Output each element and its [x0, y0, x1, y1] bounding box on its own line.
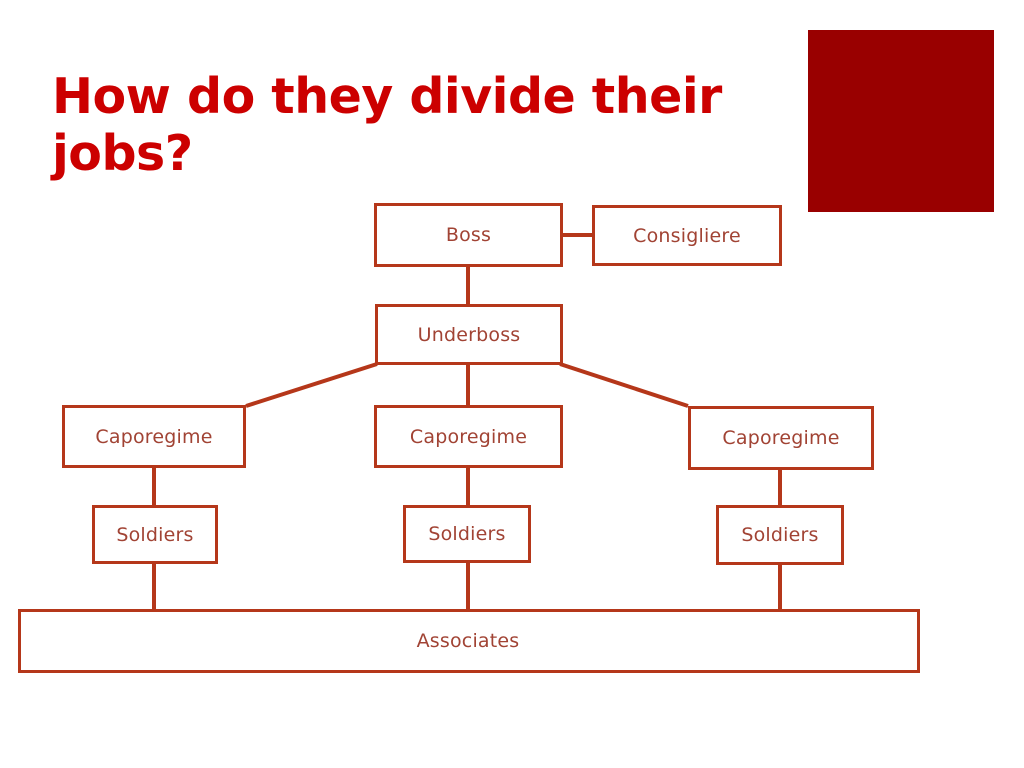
connector-soldiers-right-associates	[778, 562, 782, 611]
connector-caporegime-left-soldiers-left	[152, 465, 156, 508]
node-caporegime-right-label: Caporegime	[722, 427, 840, 449]
node-boss[interactable]: Boss	[374, 203, 563, 267]
connector-caporegime-center-soldiers-center	[466, 465, 470, 508]
node-caporegime-left-label: Caporegime	[95, 425, 213, 448]
node-soldiers-center-label: Soldiers	[428, 523, 506, 545]
node-underboss-label: Underboss	[417, 323, 521, 346]
page-title: How do they divide their jobs?	[52, 68, 722, 183]
node-soldiers-right[interactable]: Soldiers	[716, 505, 844, 565]
node-soldiers-left[interactable]: Soldiers	[92, 505, 218, 564]
connector-boss-consigliere	[559, 233, 595, 237]
node-soldiers-right-label: Soldiers	[741, 524, 819, 546]
node-consigliere[interactable]: Consigliere	[592, 205, 782, 266]
node-underboss[interactable]: Underboss	[375, 304, 563, 365]
decorative-accent-block	[808, 30, 994, 212]
connector-boss-underboss	[466, 264, 470, 307]
node-consigliere-label: Consigliere	[633, 224, 741, 247]
node-associates-label: Associates	[416, 630, 520, 652]
node-boss-label: Boss	[445, 224, 492, 246]
connector-soldiers-left-associates	[152, 561, 156, 611]
node-caporegime-right[interactable]: Caporegime	[688, 406, 874, 470]
node-soldiers-center[interactable]: Soldiers	[403, 505, 531, 563]
connector-caporegime-right-soldiers-right	[778, 467, 782, 508]
node-caporegime-left[interactable]: Caporegime	[62, 405, 246, 468]
node-soldiers-left-label: Soldiers	[116, 523, 194, 546]
connector-underboss-caporegime-center	[466, 362, 470, 408]
node-caporegime-center-label: Caporegime	[409, 425, 528, 448]
connector-soldiers-center-associates	[466, 561, 470, 611]
node-associates[interactable]: Associates	[18, 609, 920, 673]
node-caporegime-center[interactable]: Caporegime	[374, 405, 563, 468]
